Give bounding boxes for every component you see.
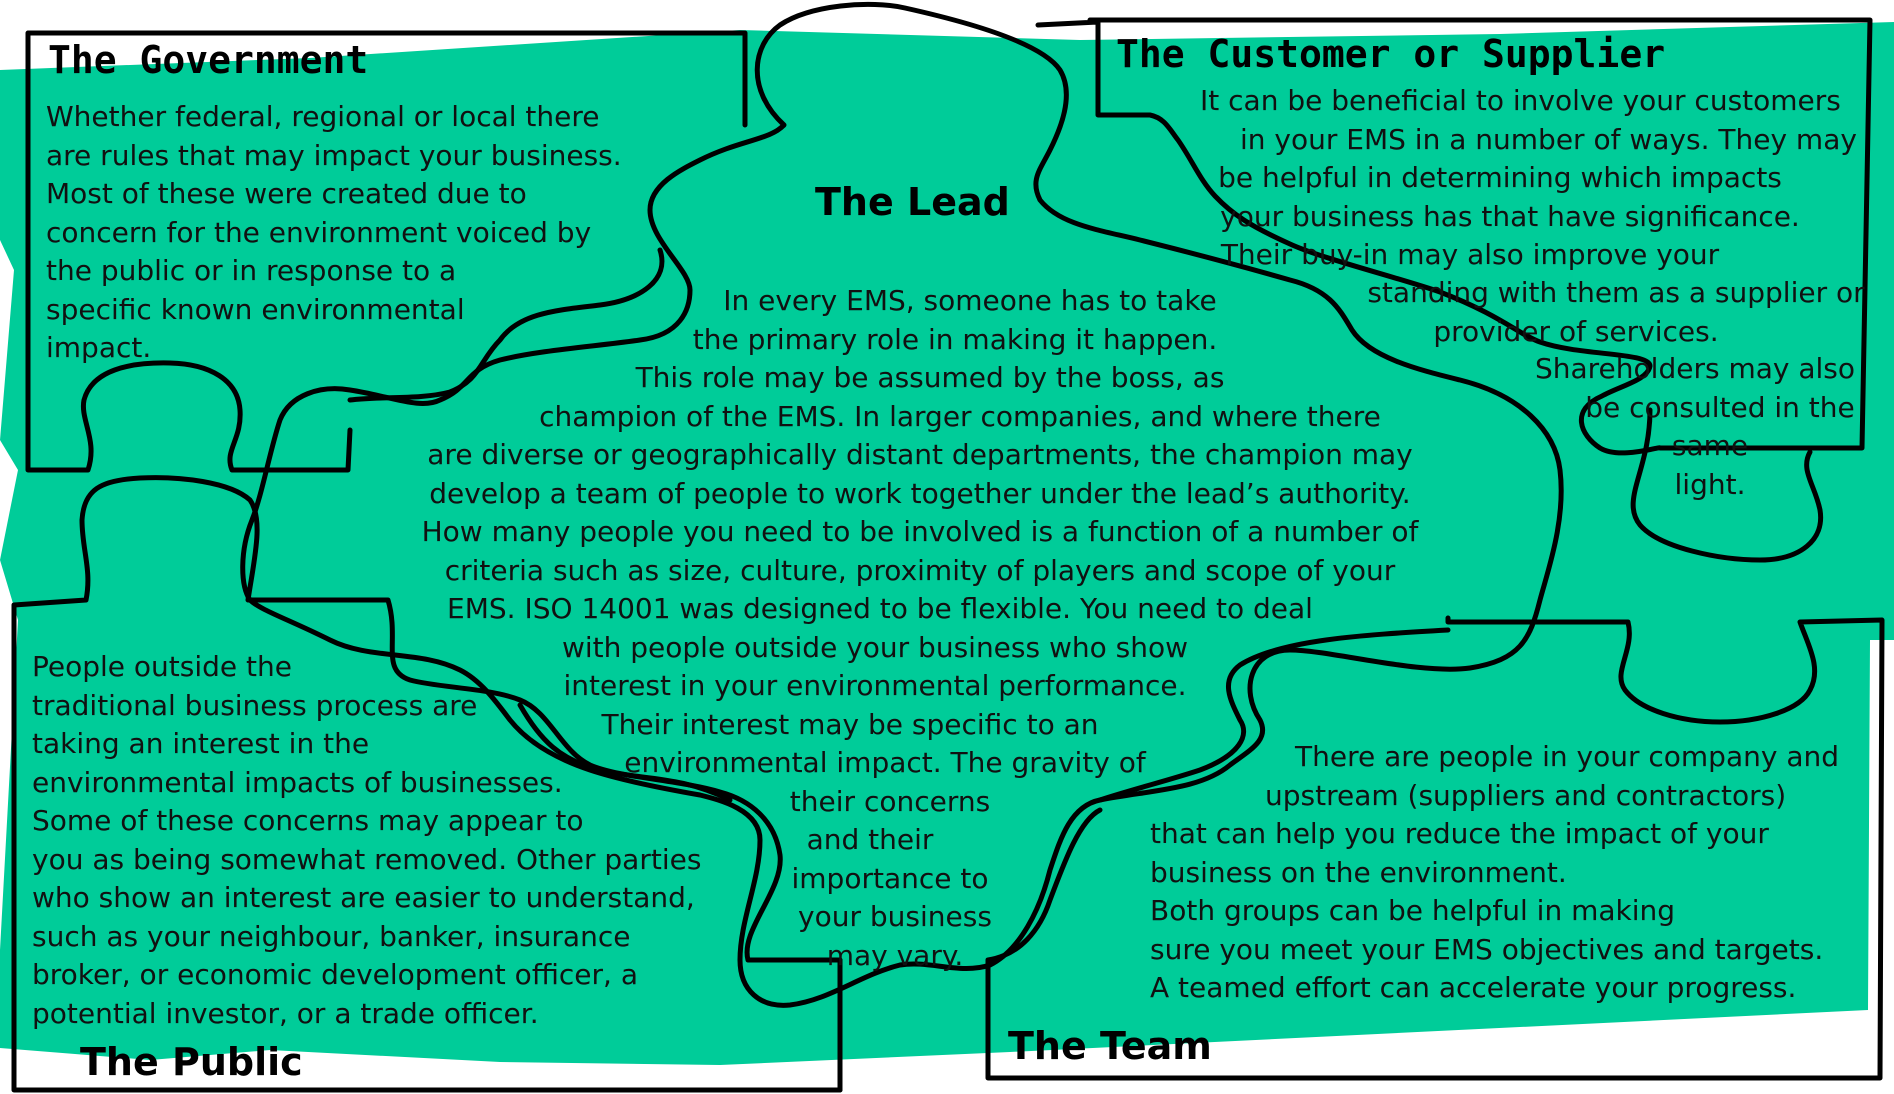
- government-line: Whether federal, regional or local there: [46, 100, 600, 133]
- lead-line: criteria such as size, culture, proximit…: [444, 553, 1396, 587]
- public-line: who show an interest are easier to under…: [32, 881, 695, 914]
- lead-line: environmental impact. The gravity of: [624, 746, 1146, 779]
- lead-line: and their: [806, 823, 934, 856]
- government-line: Most of these were created due to: [46, 177, 527, 210]
- public-line: you as being somewhat removed. Other par…: [32, 842, 702, 876]
- shareholders-text: Shareholders may also be consulted in th…: [1520, 350, 1870, 504]
- government-line: specific known environmental: [46, 292, 465, 326]
- customer-piece-outline: [1035, 17, 1873, 456]
- customer-line: in your EMS in a number of ways. They ma…: [1240, 122, 1857, 156]
- government-text: Whether federal, regional or local there…: [46, 98, 622, 368]
- team-title: The Team: [1008, 1024, 1212, 1068]
- lead-line: importance to: [791, 861, 989, 895]
- public-inner-curve: [517, 702, 733, 803]
- government-line: are rules that may impact your business.: [46, 138, 622, 172]
- public-line: such as your neighbour, banker, insuranc…: [32, 919, 631, 953]
- team-inner-curve: [1097, 627, 1451, 803]
- lead-line: Their interest may be specific to an: [601, 707, 1099, 741]
- team-line: business on the environment.: [1150, 855, 1567, 889]
- lead-line: may vary.: [826, 938, 964, 972]
- shareholders-line: light.: [1674, 467, 1746, 501]
- shareholders-line: same: [1671, 429, 1749, 462]
- lead-line: This role may be assumed by the boss, as: [635, 361, 1225, 394]
- government-line: the public or in response to a: [46, 254, 457, 287]
- government-line: impact.: [46, 331, 152, 364]
- lead-line: champion of the EMS. In larger companies…: [539, 399, 1381, 433]
- team-line: There are people in your company and: [1295, 740, 1840, 773]
- customer-line: your business has that have significance…: [1220, 199, 1800, 233]
- customer-line: It can be beneficial to involve your cus…: [1200, 84, 1841, 117]
- public-piece-outline: [11, 475, 843, 1093]
- public-text: People outside the traditional business …: [32, 648, 701, 1033]
- government-line: concern for the environment voiced by: [46, 215, 592, 249]
- public-line: traditional business process are: [32, 688, 478, 722]
- team-piece-outline: [985, 615, 1885, 1081]
- shareholders-line: be consulted in the: [1585, 390, 1855, 424]
- lead-line: your business: [798, 900, 992, 933]
- customer-line: provider of services.: [1433, 314, 1719, 348]
- customer-line: be helpful in determining which impacts: [1218, 161, 1782, 194]
- public-title: The Public: [80, 1040, 303, 1084]
- public-line: People outside the: [32, 650, 292, 683]
- shareholders-line: Shareholders may also: [1534, 352, 1856, 385]
- public-line: environmental impacts of businesses.: [32, 765, 563, 799]
- public-line: potential investor, or a trade officer.: [32, 996, 539, 1030]
- team-line: upstream (suppliers and contractors): [1265, 778, 1787, 812]
- lead-line: develop a team of people to work togethe…: [429, 476, 1411, 510]
- customer-title: The Customer or Supplier: [1116, 32, 1666, 76]
- lead-line: EMS. ISO 14001 was designed to be flexib…: [447, 592, 1313, 625]
- green-background-shape: [0, 22, 1894, 1065]
- public-line: broker, or economic development officer,…: [32, 958, 638, 991]
- lead-line: In every EMS, someone has to take: [723, 284, 1217, 317]
- customer-text-lower: standing with them as a supplier or prov…: [1356, 274, 1876, 351]
- customer-line: standing with them as a supplier or: [1367, 276, 1865, 309]
- team-line: A teamed effort can accelerate your prog…: [1150, 971, 1797, 1004]
- lead-title: The Lead: [815, 180, 1010, 224]
- government-title: The Government: [48, 38, 369, 82]
- lead-line: the primary role in making it happen.: [692, 322, 1218, 356]
- team-line: Both groups can be helpful in making: [1150, 894, 1676, 927]
- lead-line: are diverse or geographically distant de…: [427, 438, 1413, 471]
- lead-inner-curve: [347, 247, 665, 403]
- public-line: taking an interest in the: [32, 727, 370, 760]
- customer-text: It can be beneficial to involve your cus…: [1200, 82, 1857, 275]
- team-line: sure you meet your EMS objectives and ta…: [1150, 932, 1824, 966]
- lead-line: interest in your environmental performan…: [563, 669, 1187, 702]
- customer-line: Their buy-in may also improve your: [1220, 238, 1720, 271]
- lead-line: their concerns: [789, 784, 991, 818]
- government-piece-outline: [25, 30, 748, 473]
- team-text: There are people in your company and ups…: [1150, 738, 1839, 1008]
- lead-line: How many people you need to be involved …: [421, 515, 1419, 548]
- customer-tab-outline: [1630, 407, 1824, 563]
- lead-line: with people outside your business who sh…: [561, 630, 1189, 664]
- team-line: that can help you reduce the impact of y…: [1150, 817, 1769, 850]
- public-line: Some of these concerns may appear to: [32, 804, 584, 837]
- lead-text: In every EMS, someone has to take the pr…: [380, 282, 1460, 975]
